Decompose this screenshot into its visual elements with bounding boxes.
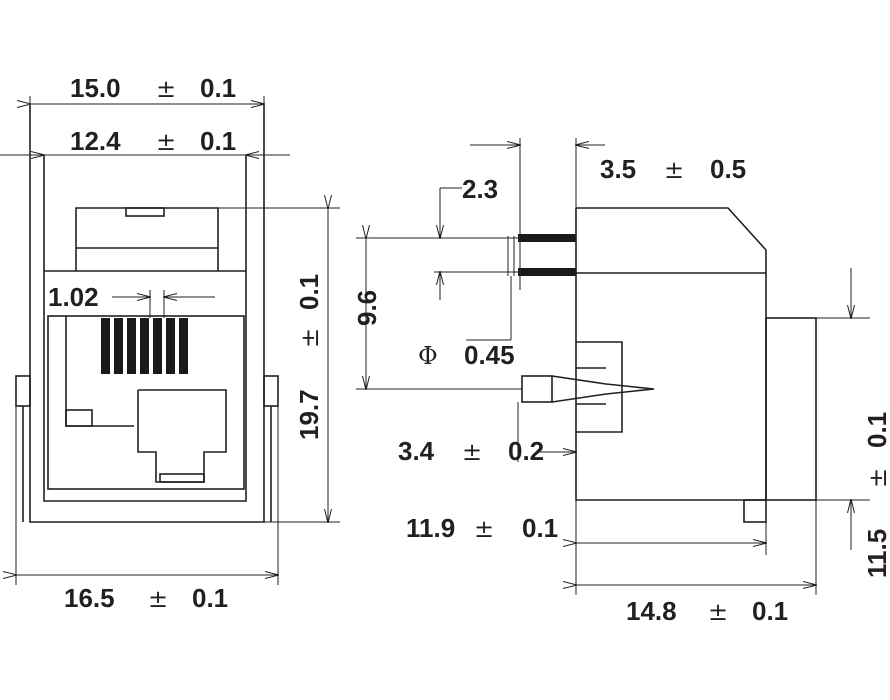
- side-view: 3.5 ± 0.5 2.3 9.6 Φ: [352, 138, 890, 626]
- dim-body-width-value: 12.4: [70, 126, 121, 156]
- dim-pin-diameter-value: 0.45: [464, 340, 515, 370]
- pm-symbol: ±: [708, 598, 728, 626]
- dim-base-width: 16.5 ± 0.1: [16, 406, 278, 613]
- tolerance-value: 0.1: [200, 126, 236, 156]
- tolerance-value: 0.1: [200, 73, 236, 103]
- dim-side-height: 11.5 ± 0.1: [816, 268, 890, 578]
- dim-contact-pitch-value: 1.02: [48, 282, 99, 312]
- dim-contact-spacing-value: 2.3: [462, 174, 498, 204]
- pm-symbol: ±: [156, 75, 176, 103]
- front-view: 15.0 ± 0.1 12.4 ± 0.1 1.02 19.7: [0, 73, 340, 613]
- dim-height: 19.7 ± 0.1: [218, 208, 340, 522]
- dim-pin-length-value: 3.4: [398, 436, 435, 466]
- diameter-symbol: Φ: [418, 342, 438, 370]
- dim-overall-length-tol: 0.1: [752, 596, 788, 626]
- pm-symbol: ±: [864, 468, 890, 488]
- pm-symbol: ±: [462, 438, 482, 466]
- dim-peg-height: 9.6: [352, 238, 522, 389]
- dim-contact-spacing: 2.3: [434, 174, 518, 300]
- dim-pin-length: 3.4 ± 0.2: [398, 402, 576, 466]
- dim-overall-width: 15.0 ± 0.1: [30, 73, 264, 112]
- pm-symbol: ±: [664, 156, 684, 184]
- dim-contact-pitch: 1.02: [48, 282, 215, 318]
- dim-overall-width-value: 15.0: [70, 73, 121, 103]
- dim-overall-length: 14.8 ± 0.1: [576, 500, 816, 626]
- dim-body-width: 12.4 ± 0.1: [0, 126, 290, 156]
- dim-side-height-value: 11.5: [862, 529, 890, 578]
- dim-pin-diameter: Φ 0.45: [418, 236, 515, 370]
- dim-pin-length-tol: 0.2: [508, 436, 544, 466]
- pm-symbol: ±: [148, 585, 168, 613]
- jack-opening: [47, 315, 245, 490]
- dim-peg-height-value: 9.6: [352, 290, 382, 326]
- pm-symbol: ±: [296, 328, 324, 348]
- tolerance-value: 0.1: [294, 274, 324, 310]
- dim-top-offset: 3.5 ± 0.5: [470, 138, 746, 290]
- dim-top-offset-tol: 0.5: [710, 154, 746, 184]
- side-body-outline: [575, 207, 817, 523]
- dim-body-length: 11.9 ± 0.1: [406, 500, 766, 595]
- contact-pins: [101, 318, 188, 374]
- dim-base-width-value: 16.5: [64, 583, 115, 613]
- dim-side-height-tol: 0.1: [862, 412, 890, 448]
- tolerance-value: 0.1: [192, 583, 228, 613]
- front-housing-outline: [15, 105, 279, 523]
- pm-symbol: ±: [156, 128, 176, 156]
- dim-body-length-tol: 0.1: [522, 513, 558, 543]
- side-contact-bars: [518, 234, 576, 276]
- dim-overall-length-value: 14.8: [626, 596, 677, 626]
- dim-height-value: 19.7: [294, 389, 324, 440]
- dim-top-offset-value: 3.5: [600, 154, 636, 184]
- dim-body-length-value: 11.9: [406, 513, 455, 543]
- side-pin: [521, 375, 655, 403]
- pm-symbol: ±: [474, 515, 494, 543]
